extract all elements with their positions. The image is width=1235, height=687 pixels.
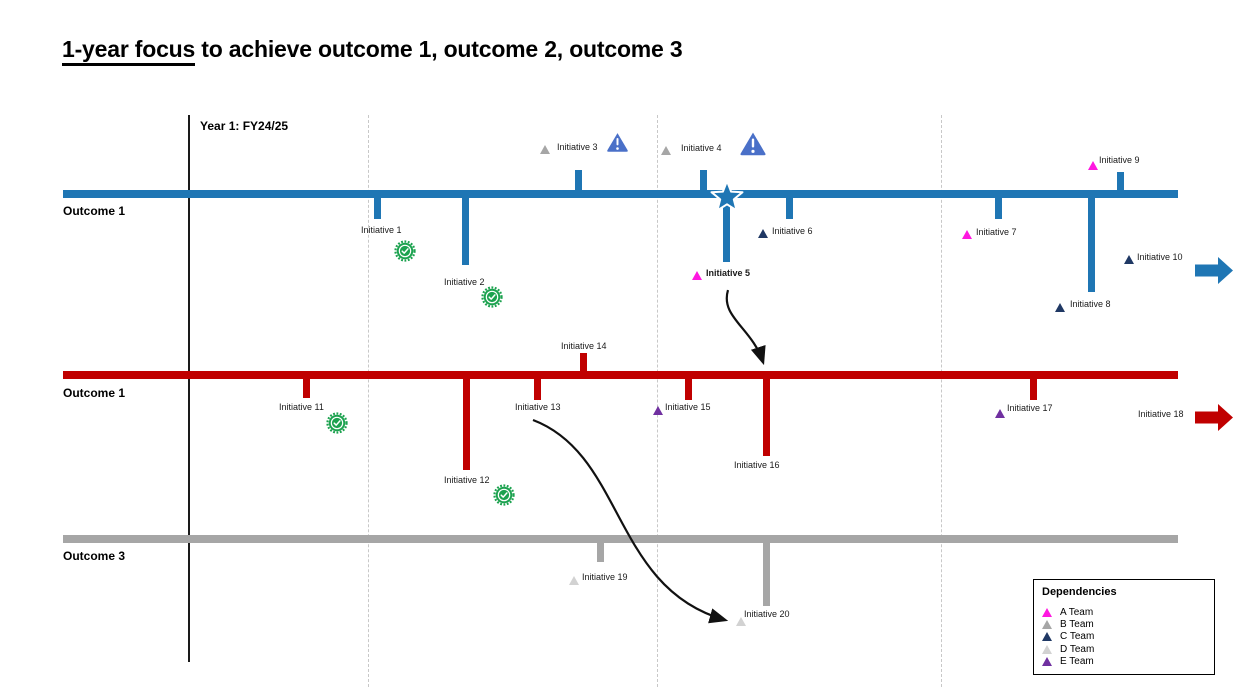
initiative-label: Initiative 19 [582, 572, 628, 582]
legend-marker-c-team-icon [1042, 632, 1052, 642]
legend-item-label: C Team [1060, 631, 1095, 643]
status-check-icon [481, 286, 503, 308]
team-marker-c-team-icon [1055, 303, 1065, 312]
timeline-label: Outcome 1 [63, 386, 126, 400]
team-marker-a-team-icon [1088, 161, 1098, 170]
initiative-tick [1117, 172, 1124, 190]
initiative-label: Initiative 6 [772, 226, 813, 236]
timeline-end-arrow-icon [1195, 257, 1233, 284]
initiative-tick [303, 379, 310, 398]
initiative-label: Initiative 17 [1007, 403, 1053, 413]
legend-title: Dependencies [1042, 586, 1117, 598]
team-marker-b-team-icon [661, 146, 671, 155]
legend-marker-d-team-icon [1042, 644, 1052, 654]
timeline-line-1 [63, 371, 1178, 379]
initiative-label: Initiative 7 [976, 227, 1017, 237]
status-check-icon [394, 240, 416, 262]
initiative-label: Initiative 9 [1099, 155, 1140, 165]
legend-item-label: D Team [1060, 643, 1095, 655]
legend-item: D Team [1042, 643, 1206, 655]
timeline-line-2 [63, 535, 1178, 543]
initiative-label: Initiative 18 [1138, 409, 1184, 419]
page-title-rest: to achieve outcome 1, outcome 2, outcome… [195, 36, 683, 62]
initiative-tick [700, 170, 707, 190]
warning-icon [739, 130, 767, 157]
timeline-label: Outcome 3 [63, 549, 126, 563]
initiative-label: Initiative 12 [444, 475, 490, 485]
initiative-tick [995, 198, 1002, 219]
initiative-tick [580, 353, 587, 371]
legend-item-label: B Team [1060, 619, 1094, 631]
quarter-gridline [941, 115, 942, 687]
legend-marker-b-team-icon [1042, 620, 1052, 630]
legend-item: C Team [1042, 631, 1206, 643]
team-marker-a-team-icon [692, 271, 702, 280]
team-marker-c-team-icon [1124, 255, 1134, 264]
warning-icon [606, 131, 629, 153]
initiative-label: Initiative 13 [515, 402, 561, 412]
initiative-label: Initiative 1 [361, 225, 402, 235]
initiative-label: Initiative 3 [557, 142, 598, 152]
year-start-line [188, 115, 190, 662]
initiative-tick [786, 198, 793, 219]
initiative-tick [534, 379, 541, 400]
milestone-star-icon [707, 177, 747, 217]
initiative-tick [575, 170, 582, 190]
initiative-label: Initiative 10 [1137, 252, 1183, 262]
initiative-label: Initiative 14 [561, 341, 607, 351]
team-marker-d-team-icon [736, 617, 746, 626]
team-marker-a-team-icon [962, 230, 972, 239]
initiative-tick [463, 379, 470, 470]
timeline-end-arrow-icon [1195, 404, 1233, 431]
period-label: Year 1: FY24/25 [200, 119, 289, 133]
legend-item: A Team [1042, 606, 1206, 618]
initiative-label: Initiative 4 [681, 143, 722, 153]
initiative-tick [1030, 379, 1037, 400]
initiative-tick [763, 543, 770, 606]
timeline-line-0 [63, 190, 1178, 198]
timeline-label: Outcome 1 [63, 204, 126, 218]
initiative-tick [763, 379, 770, 456]
legend-item: E Team [1042, 656, 1206, 668]
initiative-tick [685, 379, 692, 400]
team-marker-c-team-icon [758, 229, 768, 238]
team-marker-b-team-icon [540, 145, 550, 154]
status-check-icon [326, 412, 348, 434]
quarter-gridline [368, 115, 369, 687]
initiative-tick [374, 198, 381, 219]
initiative-tick [462, 198, 469, 265]
initiative-label: Initiative 11 [279, 402, 324, 412]
initiative-label: Initiative 2 [444, 277, 485, 287]
team-marker-d-team-icon [569, 576, 579, 585]
team-marker-e-team-icon [995, 409, 1005, 418]
legend-marker-a-team-icon [1042, 607, 1052, 617]
team-marker-e-team-icon [653, 406, 663, 415]
legend-item-label: E Team [1060, 656, 1094, 668]
initiative-tick [597, 543, 604, 562]
legend-item-label: A Team [1060, 606, 1094, 618]
initiative-tick [723, 198, 730, 262]
initiative-tick [1088, 198, 1095, 292]
initiative-label: Initiative 15 [665, 402, 711, 412]
page-title-emphasis: 1-year focus [62, 36, 195, 66]
legend-marker-e-team-icon [1042, 657, 1052, 667]
initiative-label: Initiative 16 [734, 460, 780, 470]
legend-item: B Team [1042, 618, 1206, 630]
quarter-gridline [657, 115, 658, 687]
page-title: 1-year focus to achieve outcome 1, outco… [62, 36, 683, 66]
initiative-label: Initiative 8 [1070, 299, 1111, 309]
status-check-icon [493, 484, 515, 506]
initiative-label: Initiative 20 [744, 609, 790, 619]
initiative-label: Initiative 5 [706, 268, 751, 278]
